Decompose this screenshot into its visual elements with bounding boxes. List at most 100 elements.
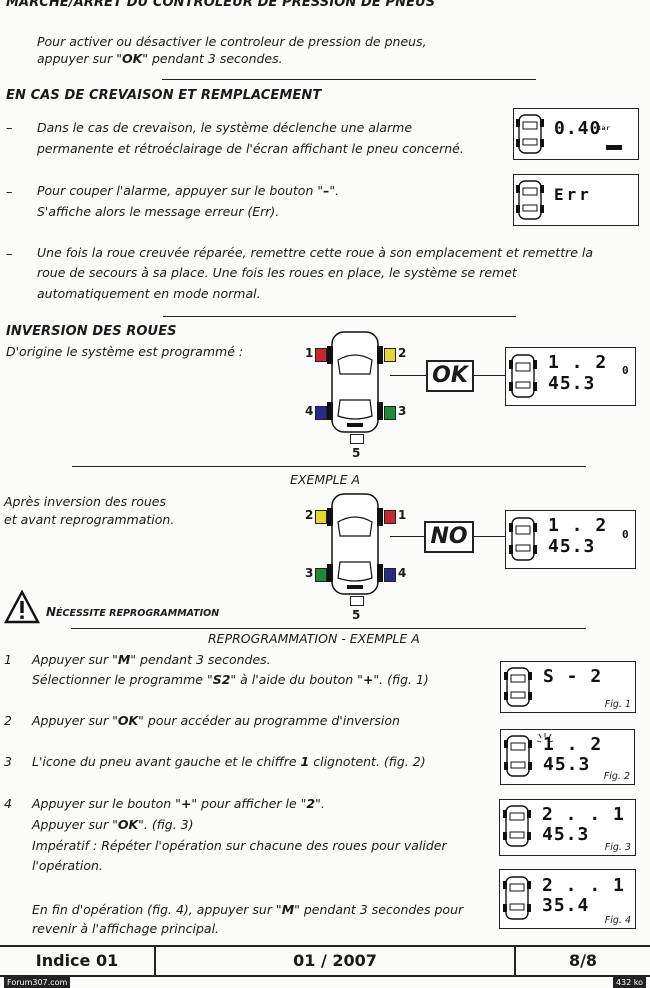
wheel-rear-left-green — [315, 568, 327, 582]
onoff-line1: Pour activer ou désactiver le controleur… — [37, 34, 427, 49]
divider — [163, 316, 516, 317]
example-a-desc-line2: et avant reprogrammation. — [4, 512, 175, 527]
step1-line1: Appuyer sur "M" pendant 3 secondes. — [32, 652, 271, 667]
example-a-title: EXEMPLE A — [290, 472, 361, 487]
lcd-pressure-unit: Bar — [597, 125, 611, 132]
wheel-label: 2 — [305, 508, 314, 522]
fig-label: Fig. 3 — [604, 842, 631, 853]
lcd-original: 1 . 2 45.3 — [505, 347, 636, 406]
car-icon — [504, 667, 532, 707]
step-number: 2 — [4, 713, 12, 728]
lcd-line2: 45.3 — [543, 754, 591, 775]
car-icon — [503, 805, 531, 847]
fig-label: Fig. 2 — [603, 771, 630, 782]
lcd-line2: 35.4 — [542, 895, 590, 916]
divider — [162, 79, 536, 80]
lcd-fig2: 1 . 2 45.3 Fig. 2 — [500, 729, 635, 785]
no-badge: NO — [424, 521, 474, 553]
wheel-label: 1 — [398, 508, 407, 522]
wheel-label: 2 — [398, 346, 407, 360]
divider — [71, 628, 586, 629]
lcd-line1: 2 . . 1 — [542, 875, 625, 896]
divider — [72, 466, 586, 467]
final-line2: revenir à l'affichage principal. — [32, 921, 220, 936]
step4-line4: l'opération. — [32, 858, 103, 873]
watermark-site: Forum307.com — [4, 977, 71, 988]
watermark-size: 432 ko — [612, 977, 646, 988]
car-diagram-original: 1 2 3 4 5 — [300, 326, 406, 466]
footer-indice: Indice 01 — [35, 951, 119, 970]
wheel-front-left-red — [315, 348, 327, 362]
fig-label: Fig. 1 — [604, 699, 631, 710]
section-onoff-title: MARCHE/ARRET DU CONTROLEUR DE PRESSION D… — [6, 0, 436, 10]
lcd-line1: 1 . 2 — [548, 515, 608, 536]
car-icon — [516, 114, 622, 154]
car-diagram-example-a: 2 1 3 4 5 — [300, 488, 406, 628]
footer-page: 8/8 — [568, 951, 598, 970]
puncture-item2-line1: Pour couper l'alarme, appuyer sur le bou… — [37, 183, 340, 198]
car-icon — [504, 733, 554, 777]
lcd-line1: 1 . 2 — [543, 734, 603, 755]
lcd-error: Err — [513, 174, 639, 226]
reprog-title: REPROGRAMMATION - EXEMPLE A — [208, 631, 420, 646]
puncture-item1-line2: permanente et rétroéclairage de l'écran … — [37, 141, 464, 156]
wheel-label: 5 — [352, 446, 361, 460]
wheel-rear-left-blue — [315, 406, 327, 420]
step4-line1: Appuyer sur le bouton "+" pour afficher … — [32, 796, 325, 811]
footer: Indice 01 01 / 2007 8/8 — [0, 945, 650, 977]
bullet-dash: – — [6, 185, 13, 200]
example-a-desc-line1: Après inversion des roues — [4, 494, 166, 509]
wheel-label: 4 — [305, 404, 314, 418]
step-number: 3 — [4, 754, 12, 769]
car-icon — [509, 354, 537, 398]
wheel-front-left-yellow — [315, 510, 327, 524]
onoff-line2: appuyer sur "OK" pendant 3 secondes. — [37, 51, 283, 66]
connector-line — [390, 536, 424, 537]
lcd-fig4: 2 . . 1 35.4 Fig. 4 — [499, 869, 636, 929]
lcd-line1: S - 2 — [543, 666, 603, 687]
puncture-item3-line3: automatiquement en mode normal. — [37, 286, 261, 301]
car-icon — [509, 517, 537, 561]
wheel-rear-right-blue — [384, 568, 396, 582]
wheel-rear-right-green — [384, 406, 396, 420]
wheel-front-right-yellow — [384, 348, 396, 362]
lcd-line1: 2 . . 1 — [542, 804, 625, 825]
lcd-side-zero: 0 — [622, 528, 630, 541]
puncture-item3-line1: Une fois la roue creuvée réparée, remett… — [37, 245, 594, 260]
lcd-pressure-value: 0.40 — [554, 118, 602, 139]
wheel-front-right-red — [384, 510, 396, 524]
step4-line3: Impératif : Répéter l'opération sur chac… — [32, 838, 447, 853]
puncture-item3-line2: roue de secours à sa place. Une fois les… — [37, 265, 517, 280]
connector-line — [472, 536, 506, 537]
connector-line — [472, 375, 506, 376]
lcd-line2: 45.3 — [542, 824, 590, 845]
warning-text: NÉCESSITE REPROGRAMMATION — [46, 605, 220, 619]
wheel-label: 5 — [352, 608, 361, 622]
step1-line2: Sélectionner le programme "S2" à l'aide … — [32, 672, 429, 687]
car-icon — [516, 180, 544, 220]
warning-icon — [4, 589, 40, 624]
lcd-line2: 45.3 — [548, 373, 596, 394]
step-number: 4 — [4, 796, 12, 811]
connector-line — [390, 375, 426, 376]
section-puncture-title: EN CAS DE CREVAISON ET REMPLACEMENT — [6, 88, 322, 103]
section-inversion-title: INVERSION DES ROUES — [6, 324, 177, 339]
car-icon — [503, 876, 531, 920]
puncture-item2-line2: S'affiche alors le message erreur (Err). — [37, 204, 280, 219]
bullet-dash: – — [6, 121, 13, 136]
lcd-fig1: S - 2 Fig. 1 — [500, 661, 636, 713]
spare-wheel — [350, 434, 364, 444]
bullet-dash: – — [6, 247, 13, 262]
spare-wheel — [350, 596, 364, 606]
final-line1: En fin d'opération (fig. 4), appuyer sur… — [32, 902, 464, 917]
wheel-label: 4 — [398, 566, 407, 580]
step4-line2: Appuyer sur "OK". (fig. 3) — [32, 817, 194, 832]
ok-badge: OK — [426, 360, 474, 392]
step2-line1: Appuyer sur "OK" pour accéder au program… — [32, 713, 400, 728]
wheel-label: 1 — [305, 346, 314, 360]
lcd-pressure-alarm: 0.40 Bar — [513, 108, 639, 160]
lcd-fig3: 2 . . 1 45.3 Fig. 3 — [499, 799, 636, 856]
wheel-label: 3 — [398, 404, 407, 418]
fig-label: Fig. 4 — [604, 915, 631, 926]
footer-date: 01 / 2007 — [293, 951, 377, 970]
